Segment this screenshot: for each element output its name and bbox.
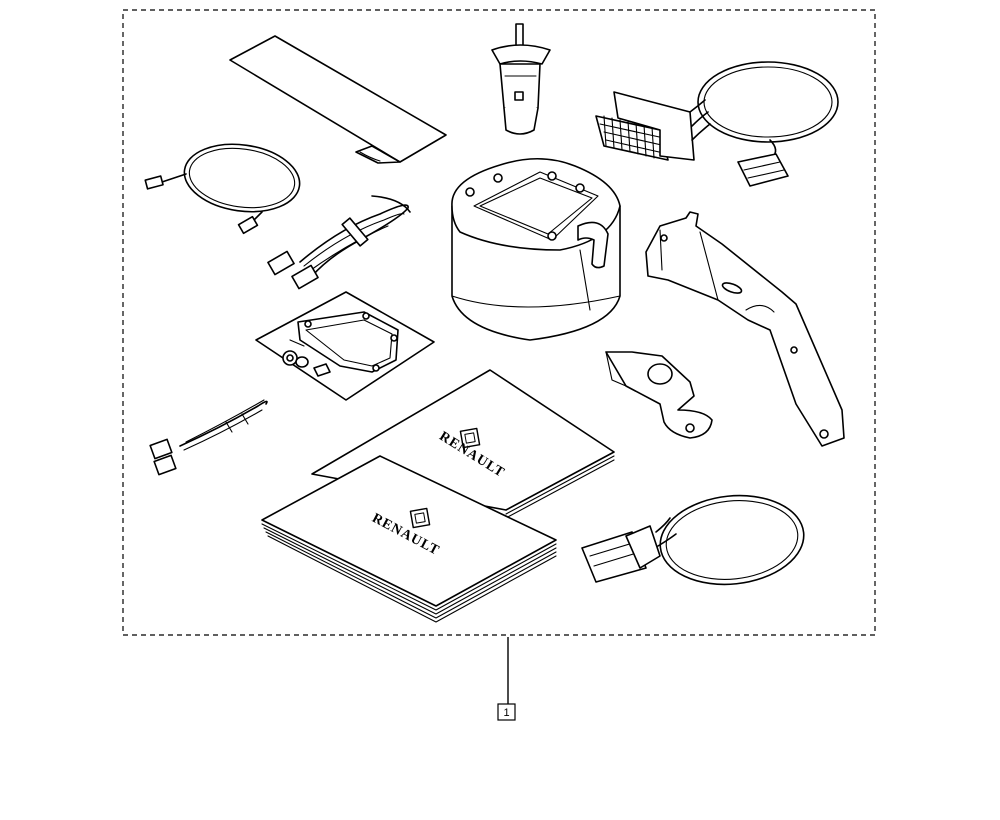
hardware-bag-part xyxy=(255,291,435,401)
callout-box xyxy=(497,703,516,721)
manual-front-logo-icon xyxy=(409,507,431,529)
siren-module-part xyxy=(451,157,621,341)
sensor-wire-part xyxy=(144,143,301,235)
push-switch-part xyxy=(491,23,551,135)
adhesive-strip-part xyxy=(229,35,447,164)
small-bracket-part xyxy=(605,351,713,439)
manual-back-logo-icon xyxy=(459,427,481,449)
callout-number: 1 xyxy=(503,707,509,719)
bundled-harness-part xyxy=(267,195,411,290)
kit-boundary xyxy=(122,9,876,636)
connector-loop-harness-lower-part xyxy=(581,494,805,586)
manual-front-part: RENAULT xyxy=(261,455,557,623)
connector-loop-harness-part xyxy=(595,61,839,187)
twin-connector-wire-part xyxy=(149,399,268,476)
long-bracket-part xyxy=(645,211,845,447)
